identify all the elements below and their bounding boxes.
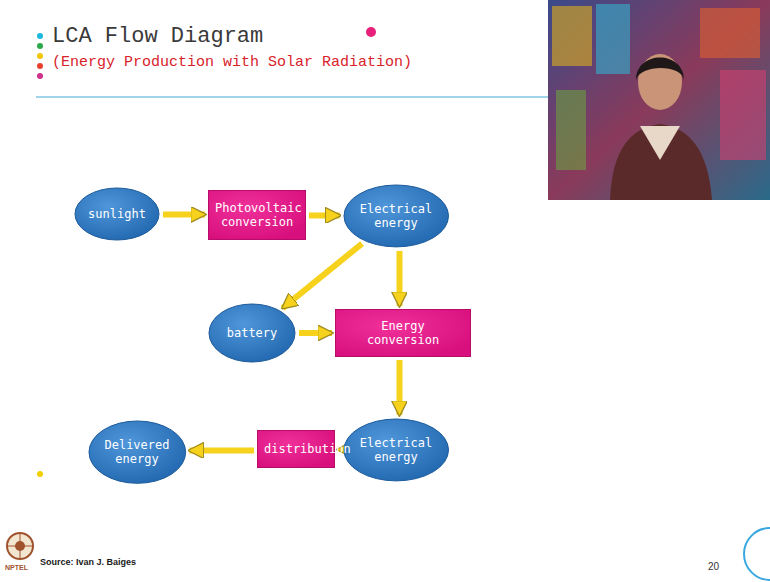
node-text: Delivered energy [101,438,173,466]
flow-arrow [163,212,205,218]
node-text: Electrical energy [357,436,435,464]
page-number: 20 [708,561,719,572]
title-rule [36,96,548,98]
node-text: battery [227,326,278,340]
flow-arrow [189,447,254,453]
presenter-video [548,0,770,200]
process-box: Photovoltaic conversion [208,190,306,240]
flow-arrow [309,212,340,218]
node-text: sunlight [88,207,146,221]
node-text: distribution [264,442,328,456]
accent-dot [37,471,43,477]
bullet-dot [37,63,43,69]
node-text: Electrical energy [357,202,435,230]
slide-title: LCA Flow Diagram [52,24,263,49]
flow-arrow [338,446,340,452]
stage-ellipse: Delivered energy [88,420,187,484]
bullet-dot [37,43,43,49]
slide-subtitle: (Energy Production with Solar Radiation) [52,54,412,71]
bullet-dot [37,73,43,79]
flow-arrow [396,251,402,306]
node-text: Photovoltaic conversion [215,201,299,229]
bullet-dot [37,53,43,59]
corner-ring [744,528,770,580]
source-note: Source: Ivan J. Baiges [40,557,136,567]
logo-text: NPTEL [5,564,28,571]
accent-dot [366,27,376,37]
process-box: Energy conversion [335,309,471,357]
flow-arrow [283,244,362,309]
stage-ellipse: Electrical energy [343,418,450,482]
flow-arrow [396,360,402,415]
stage-ellipse: battery [208,303,296,363]
nptel-logo [7,533,33,559]
stage-ellipse: Electrical energy [343,184,450,248]
bullet-dot [37,33,43,39]
flow-arrow [299,330,332,336]
node-text: Energy conversion [342,319,464,347]
process-box: distribution [257,430,335,468]
stage-ellipse: sunlight [74,187,160,241]
